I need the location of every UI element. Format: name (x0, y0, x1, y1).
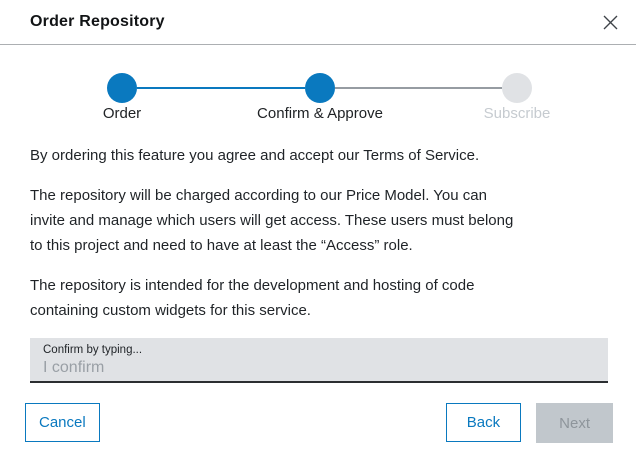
paragraph-price-model: The repository will be charged according… (30, 187, 514, 254)
close-icon (602, 14, 619, 31)
dialog-body: By ordering this feature you agree and a… (0, 127, 636, 323)
step-dot-subscribe (502, 73, 532, 103)
footer-right-group: Back Next (445, 403, 613, 443)
cancel-button[interactable]: Cancel (25, 403, 100, 442)
next-button: Next (536, 403, 613, 443)
step-dot-confirm-approve (305, 73, 335, 103)
confirm-field[interactable]: Confirm by typing... (30, 338, 608, 383)
paragraph-purpose: The repository is intended for the devel… (30, 277, 475, 319)
confirm-field-label: Confirm by typing... (43, 344, 143, 356)
confirm-input[interactable] (43, 357, 595, 377)
step-label-order: Order (102, 105, 142, 122)
step-label-confirm-approve: Confirm & Approve (257, 105, 383, 122)
dialog-title: Order Repository (30, 13, 165, 30)
stepper-connector-upcoming (335, 87, 502, 89)
progress-stepper: Order Confirm & Approve Subscribe (0, 45, 636, 127)
step-dot-order (107, 73, 137, 103)
back-button[interactable]: Back (445, 403, 522, 442)
step-label-subscribe: Subscribe (483, 105, 551, 122)
close-button[interactable] (597, 9, 623, 35)
paragraph-terms: By ordering this feature you agree and a… (30, 147, 480, 164)
dialog-header: Order Repository (0, 0, 636, 45)
dialog-footer: Cancel Back Next (0, 403, 636, 443)
stepper-connector-done (137, 87, 305, 89)
